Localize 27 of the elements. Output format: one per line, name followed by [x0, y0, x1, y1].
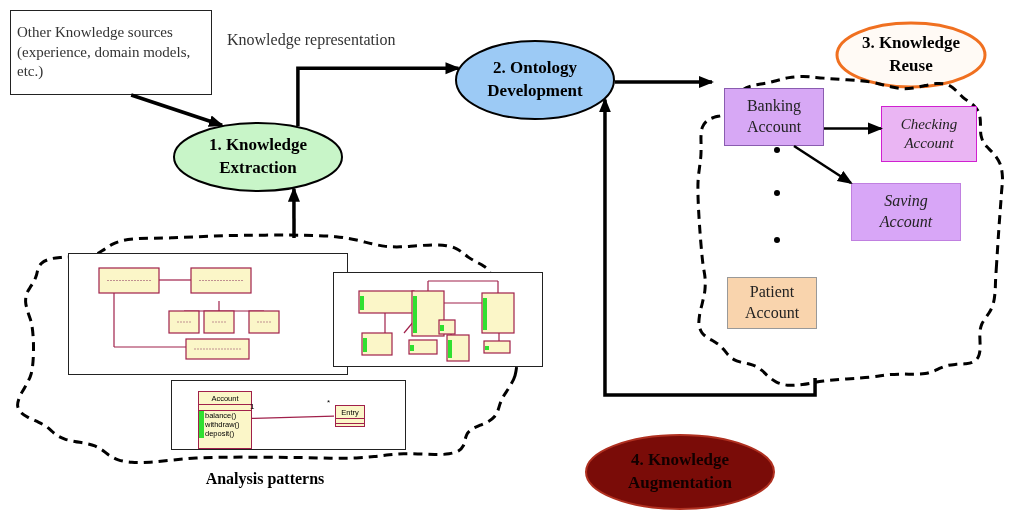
text-box	[10, 10, 212, 95]
class-diagram-drawing	[68, 253, 348, 375]
node-label: 4. Knowledge Augmentation	[627, 449, 733, 494]
class-diagram-drawing	[333, 272, 543, 367]
diagram-frame	[171, 380, 406, 450]
multiplicity-label: 1	[250, 402, 255, 411]
node-label: 3. Knowledge Reuse	[860, 32, 962, 77]
node-label: Other Knowledge sources (experience, domain models, etc.)	[16, 23, 192, 82]
text-box	[851, 183, 961, 241]
process-ellipse	[585, 434, 775, 510]
uml-class-box	[198, 391, 252, 449]
multiplicity-label: *	[327, 398, 331, 407]
text-box	[724, 88, 824, 146]
text-box	[881, 106, 977, 162]
process-ellipse	[173, 122, 343, 192]
node-label: Saving Account	[878, 191, 934, 232]
node-label: Patient Account	[743, 282, 801, 323]
node-label: 2. Ontology Development	[486, 57, 584, 102]
process-ellipse	[836, 22, 986, 88]
uml-class-box	[335, 405, 365, 427]
node-label: Banking Account	[745, 96, 803, 137]
node-label: 1. Knowledge Extraction	[207, 134, 309, 179]
node-label: Checking Account	[899, 114, 959, 153]
region-title: Analysis patterns	[204, 470, 326, 488]
text-box	[727, 277, 817, 329]
process-ellipse	[455, 40, 615, 120]
edge-label: Knowledge representation	[225, 30, 398, 50]
